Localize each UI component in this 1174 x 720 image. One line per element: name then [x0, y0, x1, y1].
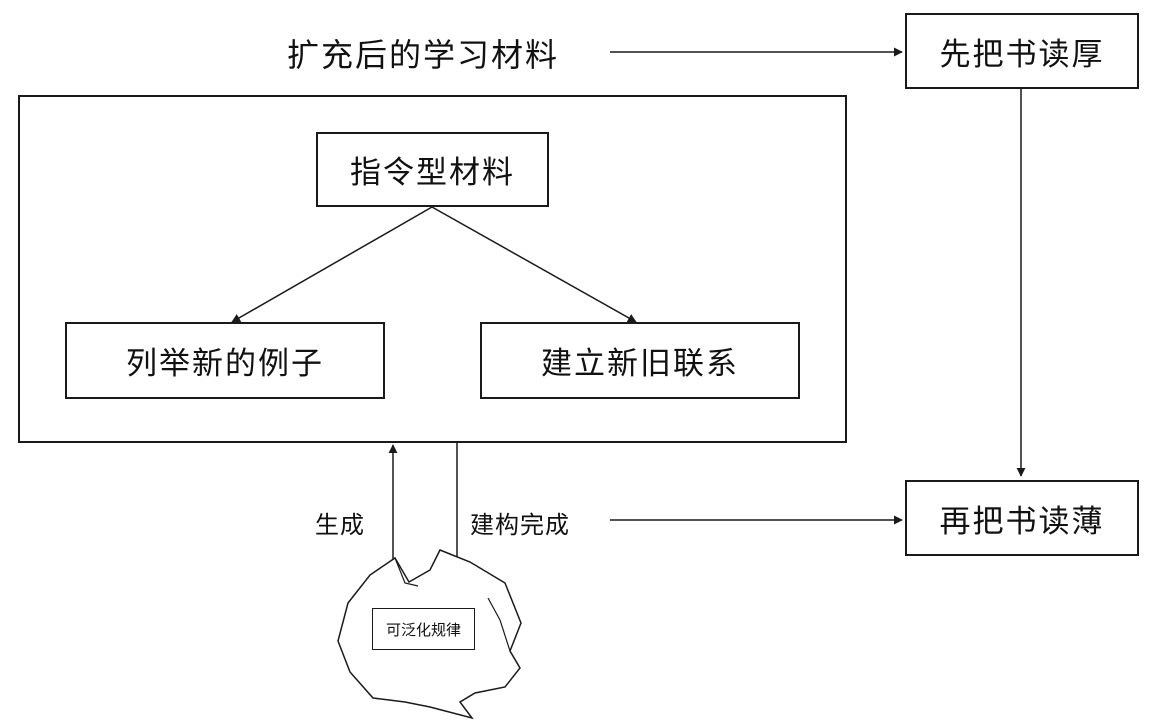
new-examples-box: 列举新的例子: [65, 322, 385, 399]
thought-cloud-fold-right: [487, 597, 511, 652]
generate-label: 生成: [315, 511, 365, 539]
thought-cloud-fold-left: [394, 557, 419, 587]
arrow-instruction-to-connection: [431, 206, 637, 323]
old-new-connection-box: 建立新旧联系: [480, 322, 800, 399]
construction-complete-label: 建构完成: [470, 511, 570, 539]
read-thick-box: 先把书读厚: [905, 13, 1139, 89]
generalizable-rule-box: 可泛化规律: [372, 608, 475, 650]
arrow-instruction-to-examples: [231, 206, 433, 323]
expanded-materials-text: 扩充后的学习材料: [287, 36, 560, 74]
instructional-material-box: 指令型材料: [316, 132, 549, 207]
instruction-frame: [18, 95, 847, 443]
read-thin-box: 再把书读薄: [905, 480, 1139, 556]
